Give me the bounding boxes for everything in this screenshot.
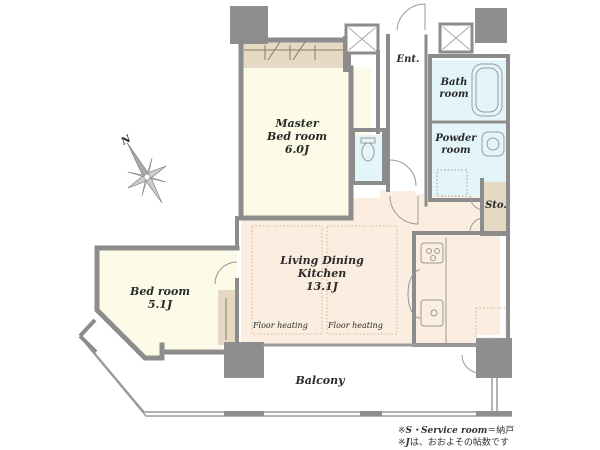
ldk-label: Living Dining Kitchen 13.1J xyxy=(280,254,364,294)
footnote-service-room: ※S・Service room＝納戸 xyxy=(398,426,515,436)
bedroom-area xyxy=(97,248,237,358)
wall-master xyxy=(238,37,354,221)
entrance-area xyxy=(390,36,426,191)
master-bedroom-label: Master Bed room 6.0J xyxy=(267,117,327,157)
bathroom-area xyxy=(432,60,507,120)
floor-heating-label: Floor heating xyxy=(328,321,383,330)
toilet-area xyxy=(355,135,382,183)
entrance-label: Ent. xyxy=(396,54,420,65)
powder-room-label: Powder room xyxy=(435,133,477,156)
wall-bedroom xyxy=(94,245,240,361)
master-closet xyxy=(241,40,347,68)
ldk-area xyxy=(241,190,500,345)
master-bedroom-area xyxy=(241,68,351,218)
pillar xyxy=(475,8,507,43)
storage-area xyxy=(484,182,506,232)
footnote-jo-approx: ※Jは、おおよその帖数です xyxy=(398,438,509,448)
compass-icon xyxy=(126,142,167,204)
bedroom-label: Bed room 5.1J xyxy=(130,285,190,312)
bathroom-label: Bath room xyxy=(439,77,469,100)
storage-label: Sto. xyxy=(485,200,507,211)
floor-heating-label: Floor heating xyxy=(253,321,308,330)
balcony-outline xyxy=(81,337,512,413)
master-bedroom-alcove xyxy=(351,68,371,156)
pillar xyxy=(224,342,264,378)
balcony-label: Balcony xyxy=(295,374,345,387)
